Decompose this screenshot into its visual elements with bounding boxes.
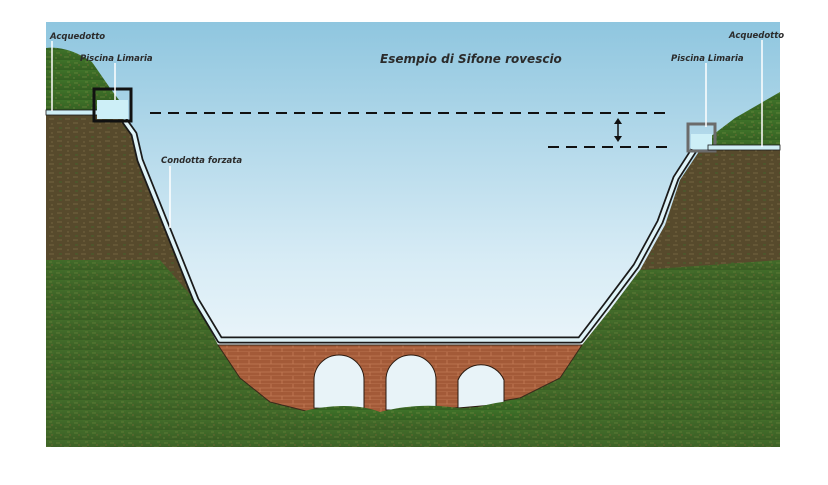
label-tank-left: Piscina Limaria bbox=[80, 54, 153, 64]
tank-left bbox=[92, 87, 133, 123]
bridge-arch-1 bbox=[313, 354, 365, 411]
label-aqueduct-right: Acquedotto bbox=[728, 31, 784, 41]
valley-grass bbox=[46, 260, 780, 447]
label-pipe: Condotta forzata bbox=[161, 156, 242, 166]
tank-right bbox=[686, 122, 717, 153]
bridge-arch-3 bbox=[457, 364, 505, 409]
bridge-arch-2 bbox=[385, 354, 437, 411]
aqueduct-right-channel bbox=[707, 144, 781, 151]
head-difference-arrow bbox=[614, 118, 622, 142]
left-hill bbox=[46, 47, 128, 112]
label-aqueduct-left: Acquedotto bbox=[49, 32, 105, 42]
bridge bbox=[217, 344, 583, 420]
diagram-title: Esempio di Sifone rovescio bbox=[380, 52, 562, 66]
label-tank-right: Piscina Limaria bbox=[671, 54, 744, 64]
